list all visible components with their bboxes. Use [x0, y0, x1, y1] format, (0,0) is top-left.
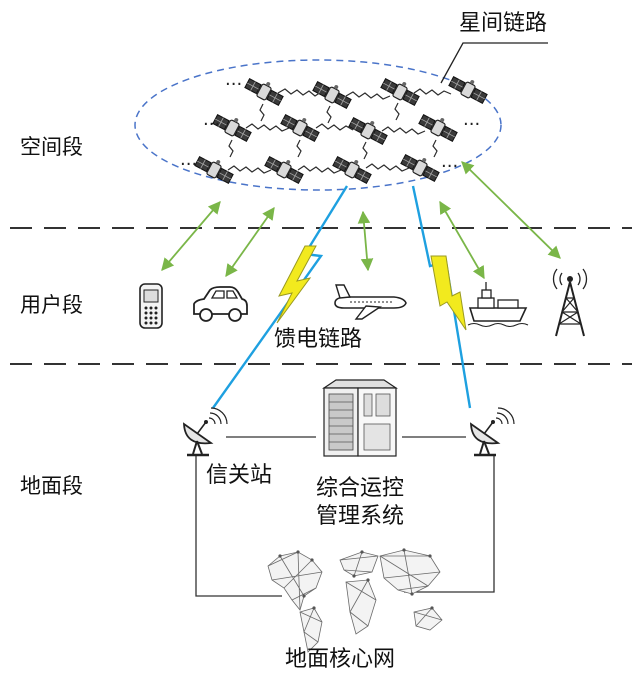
- inter-satellite-link-label: 星间链路: [459, 11, 548, 36]
- user-links: [161, 161, 561, 280]
- airplane-icon: [334, 284, 407, 320]
- feeder-link-label: 馈电链路: [274, 327, 363, 352]
- satellite-icon: [279, 108, 323, 144]
- ground-connections: [195, 436, 495, 597]
- satellite-icon: [447, 70, 491, 106]
- feeder-links: [212, 185, 472, 409]
- satellite-icon: [311, 75, 355, 111]
- car-icon: [193, 286, 248, 322]
- gateway-station-label: 信关站: [206, 463, 273, 488]
- satellite-icon: [417, 108, 461, 144]
- ship-icon: [467, 282, 529, 328]
- inter-satellite-link-pointer: [440, 42, 548, 84]
- satellite-dish-icon: [469, 406, 516, 457]
- satellite-icon: [243, 72, 287, 108]
- satellite-icon: [379, 72, 423, 108]
- lightning-bolt: [276, 245, 317, 324]
- satellite-dish-icon: [182, 406, 229, 457]
- inter-satellite-links: [227, 88, 452, 174]
- satellite-constellation-orbit: [134, 59, 502, 191]
- ellipsis-mark: ···: [441, 156, 458, 177]
- lightning-bolt: [430, 255, 467, 331]
- ellipsis-mark: ···: [225, 74, 242, 95]
- signal-tower-icon: [552, 268, 588, 337]
- ground-core-network-label: 地面核心网: [285, 647, 396, 672]
- ops-management-label-line2: 管理系统: [316, 504, 405, 529]
- ellipsis-mark: ···: [203, 114, 220, 135]
- mobile-phone-icon: [139, 283, 163, 329]
- ellipsis-mark: ···: [463, 114, 480, 135]
- space-segment-label: 空间段: [20, 135, 83, 159]
- ops-management-label-line1: 综合运控: [316, 476, 405, 501]
- satellite-icon: [331, 150, 375, 186]
- ellipsis-mark: ···: [180, 154, 197, 175]
- user-segment-label: 用户段: [20, 293, 83, 317]
- world-map-icon: [267, 548, 443, 653]
- server-rack-icon: [322, 379, 398, 457]
- ground-segment-label: 地面段: [20, 474, 83, 498]
